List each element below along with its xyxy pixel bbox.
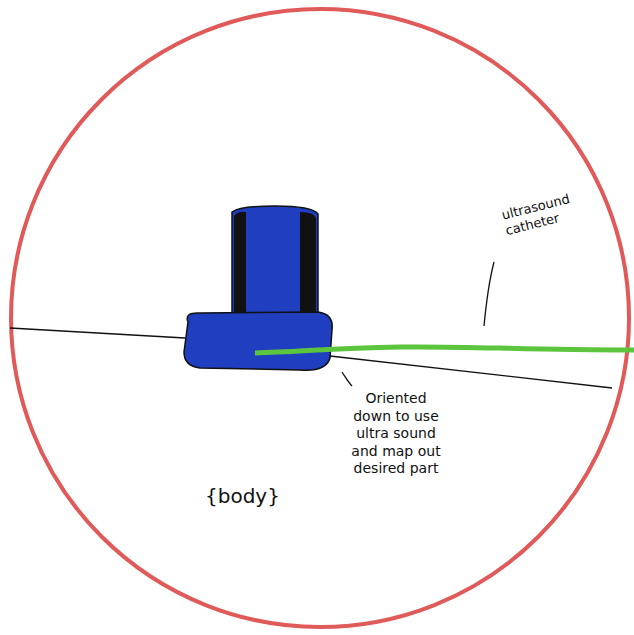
part-label: ultrasound catheter — [500, 181, 615, 239]
leader-line — [484, 262, 494, 326]
region-label: {body} — [205, 484, 315, 509]
device-side — [234, 212, 246, 314]
device-side — [300, 212, 316, 314]
leader-line — [342, 372, 352, 386]
body-outline — [11, 9, 629, 627]
note: Oriented down to use ultra sound and map… — [346, 390, 446, 478]
device-stem — [232, 206, 318, 318]
device-base — [184, 312, 332, 370]
ultrasound-catheter — [255, 347, 634, 353]
